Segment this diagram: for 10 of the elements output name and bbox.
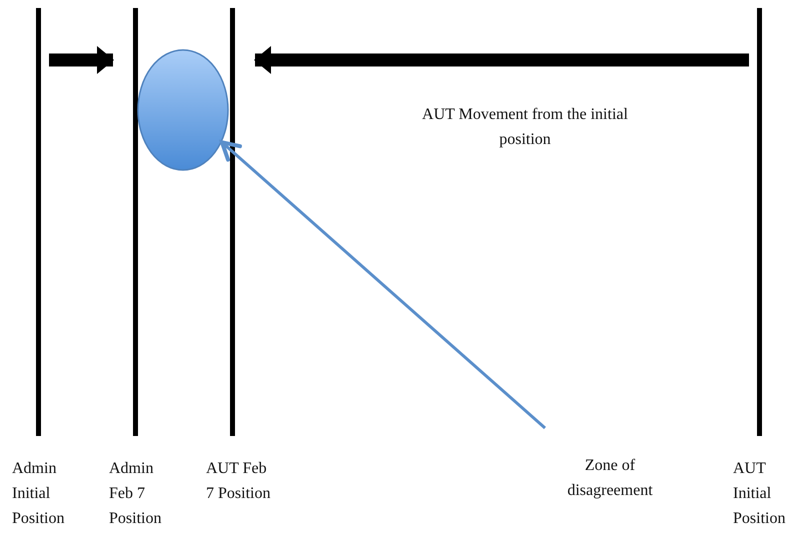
position-label: Admin Initial Position [12,459,66,529]
position-label: AUT Feb 7 Position [206,459,272,504]
position-label: Admin Feb 7 Position [109,459,162,529]
zone-ellipse [137,49,229,171]
zone-label: Zone of disagreement [545,453,675,503]
arrow [220,140,546,430]
position-label: AUT Initial Position [733,459,786,529]
block-arrow [49,46,114,74]
movement-note: AUT Movement from the initial position [421,105,629,150]
block-arrow [254,46,749,74]
